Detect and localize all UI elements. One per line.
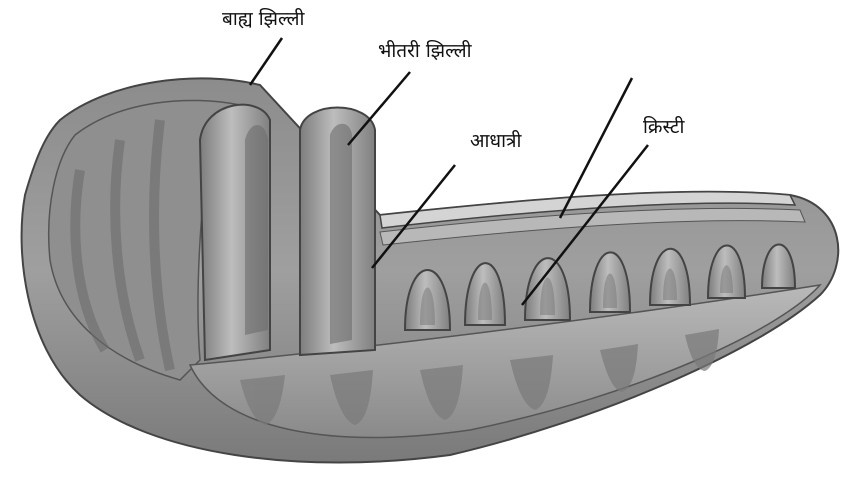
inner-fold-left-4 xyxy=(330,124,352,344)
leader-inner-membrane xyxy=(348,72,410,145)
label-inner-membrane: भीतरी झिल्ली xyxy=(378,42,472,61)
inner-fold-left-2 xyxy=(245,125,268,335)
label-matrix: आधात्री xyxy=(470,132,521,151)
label-cristae: क्रिस्टी xyxy=(643,118,684,137)
leader-outer-membrane xyxy=(250,38,282,85)
label-outer-membrane: बाह्य झिल्ली xyxy=(222,10,304,29)
